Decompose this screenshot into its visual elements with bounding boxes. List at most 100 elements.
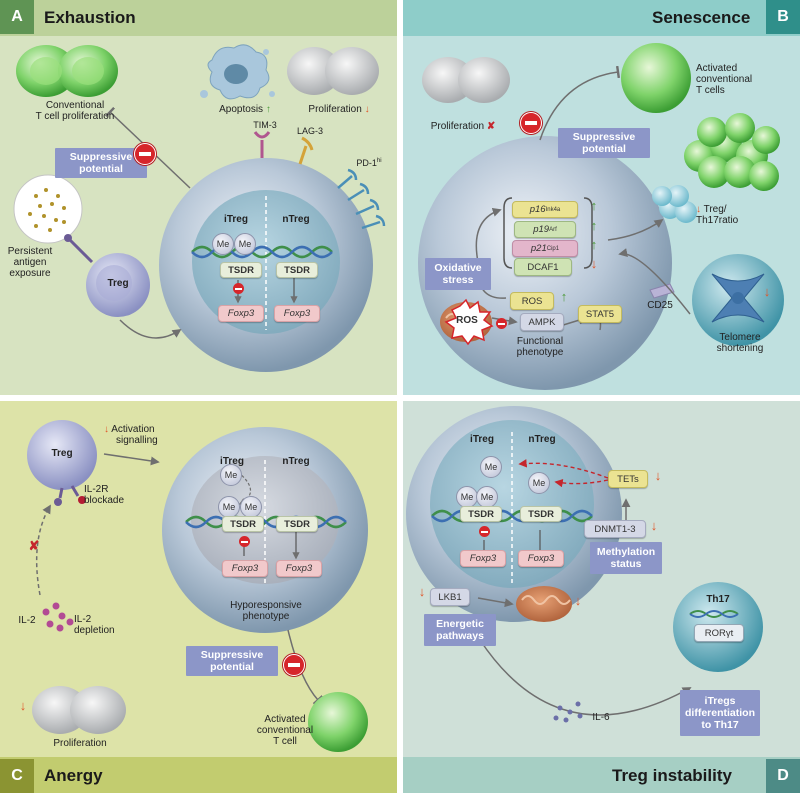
panel-title-senescence: Senescence <box>652 8 751 27</box>
ampk-pill: AMPK <box>520 313 564 331</box>
tsdr-d-left: TSDR <box>460 506 502 522</box>
il2-dots <box>42 602 74 632</box>
treg-cluster-blue <box>652 185 697 223</box>
ros-burst-label: ROS <box>456 315 478 326</box>
itreg-label-c: iTreg <box>220 456 244 467</box>
panel-title-treg-instability: Treg instability <box>612 766 732 785</box>
dcaf1-pill: DCAF1 <box>514 258 572 276</box>
ntreg-label-a: nTreg <box>282 214 310 225</box>
methyl-1-a: Me <box>212 233 234 255</box>
foxp3-a-left: Foxp3 <box>218 305 264 322</box>
tsdr-d-right: TSDR <box>520 506 562 522</box>
treg-cell-small-a <box>64 234 150 317</box>
th17-label: Th17 <box>706 594 730 605</box>
pd1-label: PD-1hi <box>356 158 382 168</box>
inhibit-icon-a <box>134 143 156 165</box>
treg-th17-ratio-label: ↓ Treg/Th17ratio <box>696 204 739 226</box>
apoptosis-label: Apoptosis ↑ <box>219 104 271 115</box>
ntreg-label-c: nTreg <box>282 456 310 467</box>
inhibit-small-b <box>496 318 507 329</box>
ros-burst <box>444 298 494 346</box>
tets-down-arrow: ↓ <box>654 468 662 483</box>
treg-label-a: Treg <box>107 278 129 289</box>
mito-down-arrow: ↓ <box>574 593 582 608</box>
ros-up-arrow: ↑ <box>560 289 568 304</box>
foxp3-d-left: Foxp3 <box>460 550 506 567</box>
gray-dividing-cell-c <box>32 686 126 734</box>
pd1-receptors <box>337 168 386 230</box>
antigen-dots <box>28 188 66 232</box>
dnmt-down-arrow: ↓ <box>650 518 658 533</box>
telomere-down-arrow: ↓ <box>763 284 771 299</box>
itreg-label-a: iTreg <box>224 214 248 225</box>
block-cross-c: ✘ <box>28 538 40 553</box>
chromosome-icon <box>711 273 765 323</box>
il6-dots <box>553 701 583 723</box>
tsdr-a-left: TSDR <box>220 262 262 278</box>
methyl-1-c: Me <box>218 496 240 518</box>
antigen-circle <box>13 174 83 244</box>
gray-dividing-cell-b <box>422 57 510 103</box>
activated-green-cell-c <box>308 692 368 752</box>
methyl-right-d: Me <box>528 472 550 494</box>
inhibit-icon-c <box>283 654 305 676</box>
p21-up-arrow: ↑ <box>590 237 598 252</box>
lag3-receptor <box>298 136 314 165</box>
methyl-2-a: Me <box>234 233 256 255</box>
il6-label: IL-6 <box>592 712 610 723</box>
inhibit-small-d <box>479 526 490 537</box>
methyl-top-d: Me <box>480 456 502 478</box>
inhibit-small-c <box>239 536 250 547</box>
tsdr-c-left: TSDR <box>222 516 264 532</box>
tim3-receptor <box>253 131 271 158</box>
dnmt-pill: DNMT1-3 <box>584 520 646 538</box>
foxp3-a-right: Foxp3 <box>274 305 320 322</box>
th17-cluster-green <box>684 113 780 191</box>
p19-up-arrow: ↑ <box>590 218 598 233</box>
inhibit-small-a <box>233 283 244 294</box>
tets-pill: TETs <box>608 470 648 488</box>
panel-letter-a: A <box>0 0 34 34</box>
apoptotic-cell <box>200 44 275 100</box>
panel-letter-d: D <box>766 759 800 793</box>
panel-title-anergy: Anergy <box>44 766 103 785</box>
foxp3-c-left: Foxp3 <box>222 560 268 577</box>
tsdr-a-right: TSDR <box>276 262 318 278</box>
gray-dividing-cell <box>287 47 379 95</box>
proliferation-down-arrow-c: ↓ <box>19 698 27 713</box>
proliferation-label-a: Proliferation ↓ <box>308 104 370 115</box>
activated-green-cell-b <box>621 43 691 113</box>
cd25-label: CD25 <box>647 300 673 311</box>
tsdr-c-right: TSDR <box>276 516 318 532</box>
foxp3-c-right: Foxp3 <box>276 560 322 577</box>
roryt-pill: RORγt <box>694 624 744 642</box>
methyl-top-c: Me <box>220 464 242 486</box>
lkb1-pill: LKB1 <box>430 588 470 606</box>
methyl-1-d: Me <box>456 486 478 508</box>
panel-title-exhaustion: Exhaustion <box>44 8 136 27</box>
p16-up-arrow: ↑ <box>590 198 598 213</box>
mitochondrion-d <box>516 586 572 622</box>
treg-cell-small-c <box>27 420 97 506</box>
il2-label: IL-2 <box>18 615 36 626</box>
